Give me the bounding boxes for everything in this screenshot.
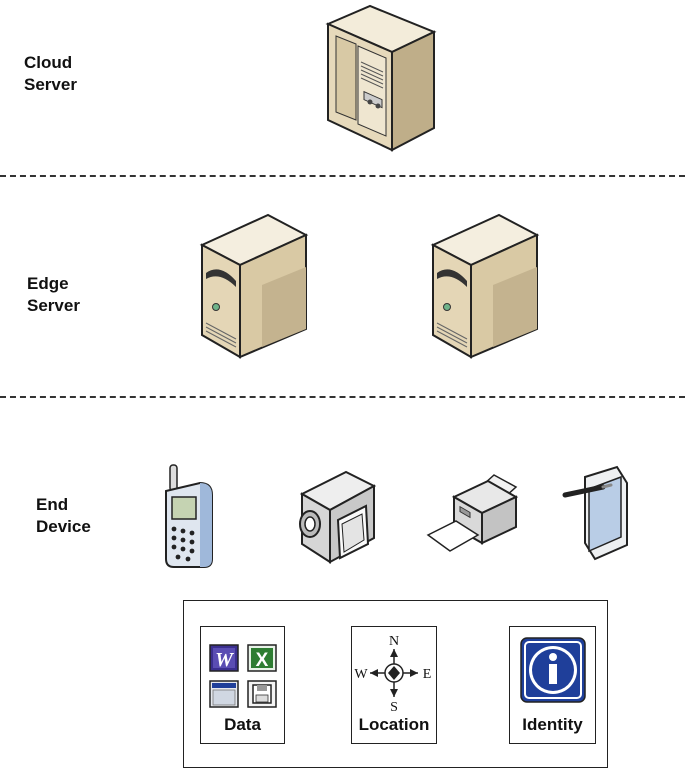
identity-caption: Identity	[522, 715, 583, 734]
edge-device-divider	[0, 396, 685, 398]
edge-server-label: Edge Server	[27, 273, 80, 317]
end-device-label: End Device	[36, 494, 91, 538]
edge-server-label-line2: Server	[27, 296, 80, 315]
edge-server-label-line1: Edge	[27, 274, 69, 293]
compass-west-label: W	[354, 667, 368, 682]
info-icon	[520, 637, 586, 703]
mobile-phone-icon	[165, 464, 213, 568]
compass-east-label: E	[423, 667, 432, 682]
excel-spreadsheet-icon: X	[247, 644, 277, 672]
location-card: N S W E Location	[351, 626, 437, 744]
data-types-legend: W X Data N	[183, 600, 608, 768]
compass-north-label: N	[389, 634, 399, 649]
data-caption: Data	[224, 715, 261, 734]
svg-text:W: W	[215, 649, 234, 671]
tower-server-icon	[325, 4, 437, 152]
video-camera-icon	[299, 470, 377, 564]
cloud-edge-divider	[0, 175, 685, 177]
location-caption: Location	[358, 715, 430, 734]
desktop-server-icon	[430, 213, 540, 359]
cloud-server-label: Cloud Server	[24, 52, 77, 96]
svg-text:X: X	[256, 650, 269, 671]
end-device-label-line2: Device	[36, 517, 91, 536]
cloud-server-label-line2: Server	[24, 75, 77, 94]
end-device-label-line1: End	[36, 495, 69, 514]
compass-south-label: S	[390, 700, 398, 713]
tablet-icon	[562, 465, 628, 561]
application-window-icon	[209, 680, 239, 708]
identity-card: Identity	[509, 626, 596, 744]
desktop-server-icon	[199, 213, 309, 359]
printer-icon	[426, 474, 519, 552]
word-document-icon: W	[209, 644, 239, 672]
data-card: W X Data	[200, 626, 285, 744]
cloud-server-label-line1: Cloud	[24, 53, 73, 72]
floppy-disk-icon	[247, 680, 277, 708]
compass-icon: N S W E	[354, 634, 432, 713]
